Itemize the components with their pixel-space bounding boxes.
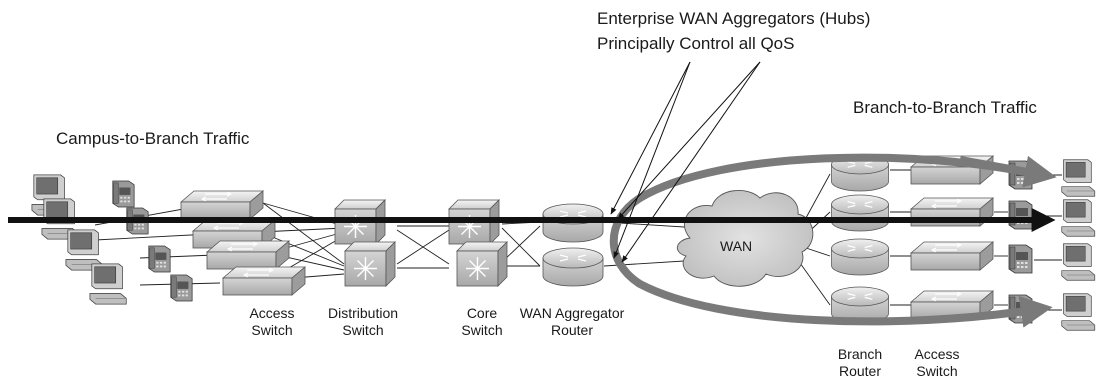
access-switch-icon: [180, 190, 264, 220]
pc-icon: [89, 263, 127, 305]
branch-router-label-line2: Router: [838, 363, 882, 379]
access-switch-label-line1: Access: [249, 305, 295, 321]
wan-router-label-line2: Router: [550, 322, 594, 338]
wan-cloud-label: WAN: [720, 238, 753, 254]
hub-title-line2: Principally Control all QoS: [597, 34, 795, 53]
distribution-switch-label: Distribution Switch: [318, 305, 408, 339]
branch-router-icon: [830, 238, 890, 276]
branch-endpoints: [1008, 159, 1096, 331]
hub-title-line1: Enterprise WAN Aggregators (Hubs): [597, 9, 871, 28]
branch-router-label-line1: Branch: [837, 346, 883, 362]
branch-to-branch-arrow: [609, 153, 1053, 328]
ip-phone-icon: [148, 245, 171, 273]
branch-access-switch-icon: [910, 241, 994, 271]
core-switch-icon: [456, 241, 508, 287]
pc-icon: [1061, 159, 1096, 197]
branch-links: [890, 169, 1062, 311]
branch-access-switch-label: Access Switch: [902, 346, 972, 380]
branch-access-label-line1: Access: [914, 346, 960, 362]
branch-router-label: Branch Router: [830, 346, 890, 380]
ip-phone-icon: [170, 274, 193, 302]
access-switch-label-line2: Switch: [251, 322, 293, 338]
ip-phone-icon: [1008, 200, 1033, 230]
hub-callout-lines: [610, 61, 761, 263]
campus-traffic-label: Campus-to-Branch Traffic: [56, 129, 250, 148]
branch-router-icon: [830, 194, 890, 232]
wan-aggregator-router-icon: [542, 247, 604, 287]
distribution-switch-label-line1: Distribution: [327, 305, 399, 321]
distribution-switch-label-line2: Switch: [342, 322, 384, 338]
branch-to-branch-arrow-head: [959, 155, 1057, 188]
wan-router-label-line1: WAN Aggregator: [519, 305, 625, 321]
branch-access-label-line2: Switch: [916, 363, 958, 379]
ip-phone-icon: [112, 180, 135, 208]
access-switch-icon: [206, 240, 290, 270]
branch-traffic-label: Branch-to-Branch Traffic: [853, 98, 1037, 117]
pc-icon: [1061, 199, 1096, 237]
wan-aggregator-router-label: WAN Aggregator Router: [512, 305, 632, 339]
core-switch-label-line2: Switch: [461, 322, 503, 338]
core-switch-label-line1: Core: [466, 305, 498, 321]
access-switch-icon: [222, 266, 306, 296]
core-switch-label: Core Switch: [444, 305, 520, 339]
pc-icon: [1061, 243, 1096, 281]
access-switch-label: Access Switch: [234, 305, 310, 339]
ip-phone-icon: [1008, 244, 1033, 274]
wan-cloud-icon: [676, 190, 814, 287]
distribution-switch-icon: [344, 241, 396, 287]
pc-icon: [1061, 293, 1096, 331]
